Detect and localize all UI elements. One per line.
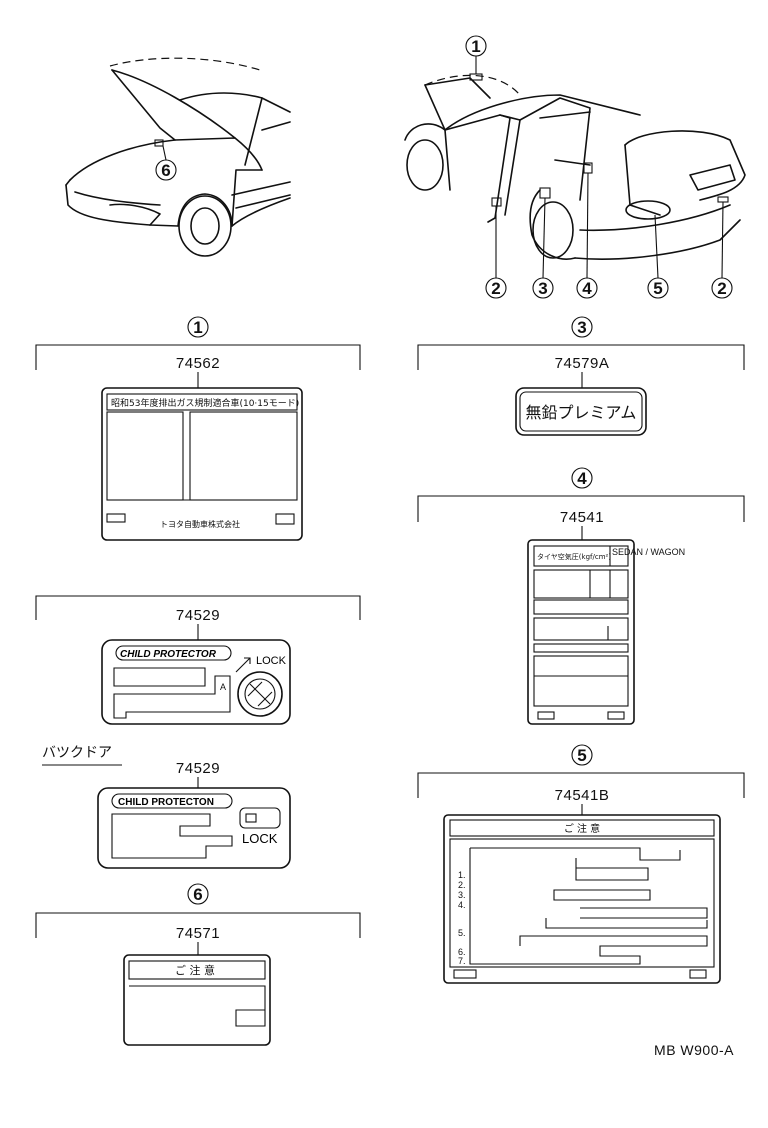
section-callout-3: 3 <box>577 318 586 337</box>
callout-6-top: 6 <box>161 161 170 180</box>
callout-2-right: 2 <box>717 279 726 298</box>
car-front-illustration: 6 <box>65 57 291 257</box>
label-74529-lock: LOCK <box>256 655 287 667</box>
part-number-74579a: 74579A <box>555 355 610 372</box>
callout-5: 5 <box>653 279 662 298</box>
step-6: 6. <box>458 947 466 957</box>
label-74529-title: CHILD PROTECTOR <box>120 649 217 660</box>
label-74529-backdoor-lock: LOCK <box>242 831 278 846</box>
label-74579a-group: 3 74579A 無鉛プレミアム <box>417 316 745 436</box>
part-number-74529: 74529 <box>176 607 220 624</box>
part-number-74562: 74562 <box>176 355 220 372</box>
label-74562-maker: トヨタ自動車株式会社 <box>160 519 240 529</box>
step-1: 1. <box>458 870 466 880</box>
step-4: 4. <box>458 900 466 910</box>
part-number-74571: 74571 <box>176 925 220 942</box>
label-74562-group: 1 74562 昭和53年度排出ガス規制適合車(10·15モード) トヨタ自動車… <box>35 316 361 541</box>
section-callout-4: 4 <box>577 469 587 488</box>
label-74541-corner: SEDAN / WAGON <box>612 547 685 557</box>
step-2: 2. <box>458 880 466 890</box>
label-74571-group: 6 74571 ご 注 意 <box>35 883 361 1046</box>
step-5: 5. <box>458 928 466 938</box>
callout-3: 3 <box>538 279 547 298</box>
label-74579a-text: 無鉛プレミアム <box>526 403 637 422</box>
label-74541-group: 4 74541 タイヤ空気圧(kgf/cm²) SEDAN / WAGON <box>417 467 745 725</box>
label-74529-backdoor-title: CHILD PROTECTON <box>118 797 214 808</box>
car-rear-illustration: 1 2 3 4 5 2 <box>404 35 746 299</box>
label-74541-title: タイヤ空気圧(kgf/cm²) <box>537 552 611 561</box>
part-number-74541: 74541 <box>560 509 604 526</box>
step-7: 7. <box>458 956 466 966</box>
part-number-74541b: 74541B <box>555 787 610 804</box>
label-74529-backdoor-group: バツクドア 74529 CHILD PROTECTON LOCK <box>42 745 291 869</box>
label-74541b-group: 5 74541B ご 注 意 1. 2. 3. 4. 5. 6. 7. <box>417 744 745 984</box>
label-74529-arrow-letter: A <box>220 682 226 692</box>
callout-2-left: 2 <box>491 279 500 298</box>
part-number-74529-backdoor: 74529 <box>176 760 220 777</box>
section-callout-1: 1 <box>193 318 202 337</box>
backdoor-heading: バツクドア <box>42 745 112 761</box>
section-callout-5: 5 <box>577 746 586 765</box>
diagram-code: MB W900-A <box>654 1042 734 1058</box>
label-74571-title: ご 注 意 <box>175 963 215 977</box>
label-74541b-title: ご 注 意 <box>564 822 600 835</box>
label-74562-title: 昭和53年度排出ガス規制適合車(10·15モード) <box>111 397 299 409</box>
section-callout-6: 6 <box>193 885 202 904</box>
label-74541b-steps: 1. 2. 3. 4. 5. 6. 7. <box>458 870 466 966</box>
step-3: 3. <box>458 890 466 900</box>
label-74529-group: 74529 CHILD PROTECTOR A LOCK <box>35 595 361 725</box>
callout-1-top: 1 <box>471 37 480 56</box>
callout-4: 4 <box>582 279 592 298</box>
